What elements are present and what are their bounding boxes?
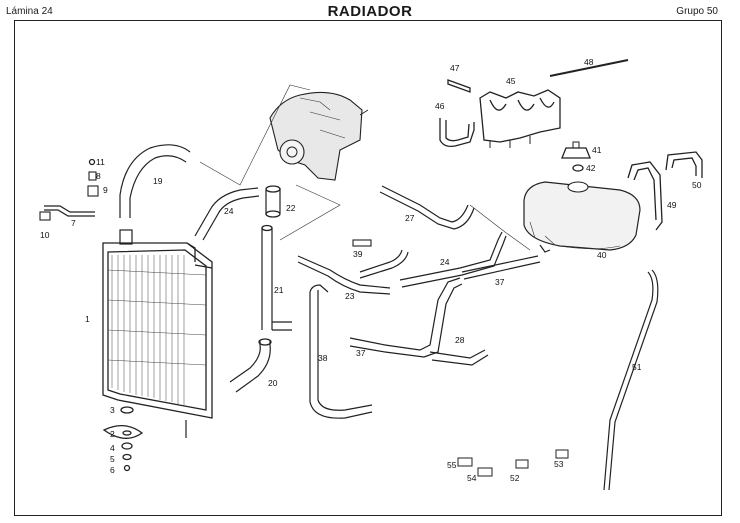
radiator-part	[102, 229, 213, 438]
hose-27	[379, 185, 475, 230]
callout-49: 49	[667, 200, 677, 210]
connector-39	[352, 239, 409, 279]
hose-20	[229, 338, 272, 393]
callout-37-left: 37	[356, 348, 366, 358]
pipe-38	[309, 284, 373, 419]
callout-11: 11	[96, 157, 105, 167]
callout-28: 28	[455, 335, 465, 345]
callout-39: 39	[353, 249, 363, 259]
callout-42: 42	[586, 163, 596, 173]
callout-41: 41	[592, 145, 602, 155]
callout-5: 5	[110, 454, 115, 464]
bracket-parts	[39, 158, 99, 221]
cap-41-42	[561, 141, 591, 172]
hose-24-upper	[194, 187, 260, 241]
callout-37-right: 37	[495, 277, 505, 287]
hose-24-middle	[399, 231, 507, 288]
callout-55: 55	[447, 460, 457, 470]
hose-37-right	[461, 255, 541, 280]
callout-8: 8	[96, 171, 101, 181]
page-title: RADIADOR	[327, 3, 413, 20]
callout-4: 4	[110, 443, 115, 453]
hose-22	[265, 185, 281, 218]
radiator-mount-parts	[102, 406, 144, 472]
callout-3: 3	[110, 405, 115, 415]
clip-47	[447, 79, 471, 93]
strap-46	[439, 118, 475, 148]
hose-37-left	[349, 337, 386, 353]
callout-47: 47	[450, 63, 460, 73]
group-number: Grupo 50	[676, 6, 718, 17]
callout-51: 51	[632, 362, 642, 372]
strap-49	[627, 161, 663, 231]
tube-51	[603, 269, 659, 491]
callout-19: 19	[153, 176, 163, 186]
water-pump-assembly	[269, 91, 369, 181]
callout-6: 6	[110, 465, 115, 475]
callout-23: 23	[345, 291, 355, 301]
callout-20: 20	[268, 378, 278, 388]
rod-48	[549, 59, 629, 77]
sheet-number: Lámina 24	[6, 6, 53, 17]
expansion-tank-40	[523, 181, 641, 253]
callout-38: 38	[318, 353, 328, 363]
callout-54: 54	[467, 473, 477, 483]
hose-23	[297, 255, 391, 295]
callout-24-upper: 24	[224, 206, 234, 216]
upper-hose-part	[119, 144, 191, 218]
callout-46: 46	[435, 101, 445, 111]
callout-27: 27	[405, 213, 415, 223]
callout-40: 40	[597, 250, 607, 260]
callout-48: 48	[584, 57, 594, 67]
hose-21	[261, 224, 292, 331]
callout-10: 10	[40, 230, 50, 240]
callout-9: 9	[103, 185, 108, 195]
drawing-frame	[14, 20, 722, 516]
callout-53: 53	[554, 459, 564, 469]
callout-50: 50	[692, 180, 702, 190]
bracket-45	[479, 89, 561, 148]
bracket-50	[665, 151, 703, 178]
callout-22: 22	[286, 203, 296, 213]
callout-24-middle: 24	[440, 257, 450, 267]
guide-lines	[199, 84, 531, 251]
small-clips	[457, 449, 569, 477]
callout-21: 21	[274, 285, 284, 295]
callout-7: 7	[71, 218, 76, 228]
callout-52: 52	[510, 473, 520, 483]
callout-2: 2	[110, 429, 115, 439]
callout-1: 1	[85, 314, 90, 324]
hose-28	[384, 277, 489, 366]
callout-45: 45	[506, 76, 516, 86]
